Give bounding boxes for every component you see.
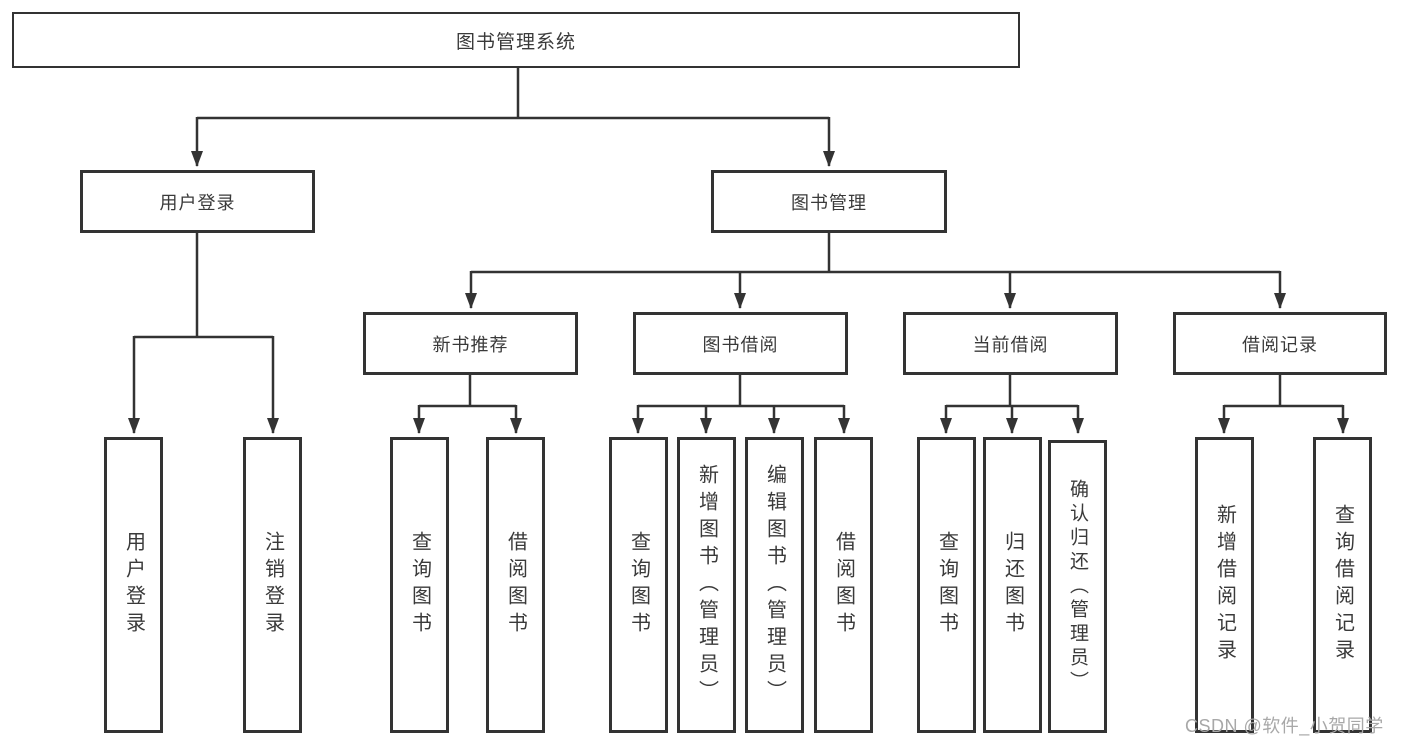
node-label: 归还图书 <box>1001 531 1024 639</box>
connector-root-to-level2 <box>191 68 835 167</box>
leaf-logout: 注销登录 <box>243 437 302 733</box>
node-current-borrow: 当前借阅 <box>903 312 1118 375</box>
leaf-borrow-books: 借阅图书 <box>486 437 545 733</box>
connector-current-borrow-to-leaves <box>940 375 1084 434</box>
node-label: 图书管理系统 <box>455 31 576 53</box>
connector-book-borrow-to-leaves <box>632 375 850 434</box>
leaf-query-books: 查询图书 <box>917 437 976 733</box>
leaf-edit-books-admin: 编辑图书（管理员） <box>745 437 804 733</box>
node-label: 图书借阅 <box>702 334 779 355</box>
leaf-add-books-admin: 新增图书（管理员） <box>677 437 736 733</box>
connector-book-management-to-level3 <box>465 233 1286 309</box>
node-label: 编辑图书（管理员） <box>763 463 786 707</box>
node-label: 确认归还（管理员） <box>1067 478 1088 695</box>
node-library-management-system: 图书管理系统 <box>12 12 1020 68</box>
node-label: 借阅图书 <box>832 531 855 639</box>
node-label: 新书推荐 <box>432 334 509 355</box>
node-label: 查询图书 <box>408 531 431 639</box>
node-label: 用户登录 <box>122 531 145 639</box>
leaf-confirm-return-admin: 确认归还（管理员） <box>1048 440 1107 733</box>
node-label: 查询图书 <box>935 531 958 639</box>
node-label: 新增图书（管理员） <box>695 463 718 707</box>
node-new-book-recommend: 新书推荐 <box>363 312 578 375</box>
connector-borrow-records-to-leaves <box>1218 375 1349 434</box>
leaf-return-books: 归还图书 <box>983 437 1042 733</box>
node-user-login: 用户登录 <box>80 170 315 233</box>
node-label: 当前借阅 <box>972 334 1049 355</box>
leaf-query-books: 查询图书 <box>390 437 449 733</box>
connector-user-login-to-leaves <box>128 233 279 434</box>
node-label: 注销登录 <box>261 531 284 639</box>
csdn-watermark: CSDN @软件_小贺同学 <box>1185 716 1384 736</box>
node-book-management: 图书管理 <box>711 170 947 233</box>
node-label: 用户登录 <box>159 192 236 213</box>
leaf-user-login: 用户登录 <box>104 437 163 733</box>
leaf-add-borrow-record: 新增借阅记录 <box>1195 437 1254 733</box>
node-label: 查询借阅记录 <box>1331 504 1354 666</box>
node-label: 新增借阅记录 <box>1213 504 1236 666</box>
leaf-query-borrow-record: 查询借阅记录 <box>1313 437 1372 733</box>
connector-new-book-recommend-to-leaves <box>413 375 522 434</box>
node-label: 借阅图书 <box>504 531 527 639</box>
node-borrow-records: 借阅记录 <box>1173 312 1387 375</box>
node-label: 借阅记录 <box>1242 334 1318 355</box>
leaf-borrow-books: 借阅图书 <box>814 437 873 733</box>
node-label: 查询图书 <box>627 531 650 639</box>
leaf-query-books: 查询图书 <box>609 437 668 733</box>
node-book-borrow: 图书借阅 <box>633 312 848 375</box>
node-label: 图书管理 <box>791 192 867 213</box>
